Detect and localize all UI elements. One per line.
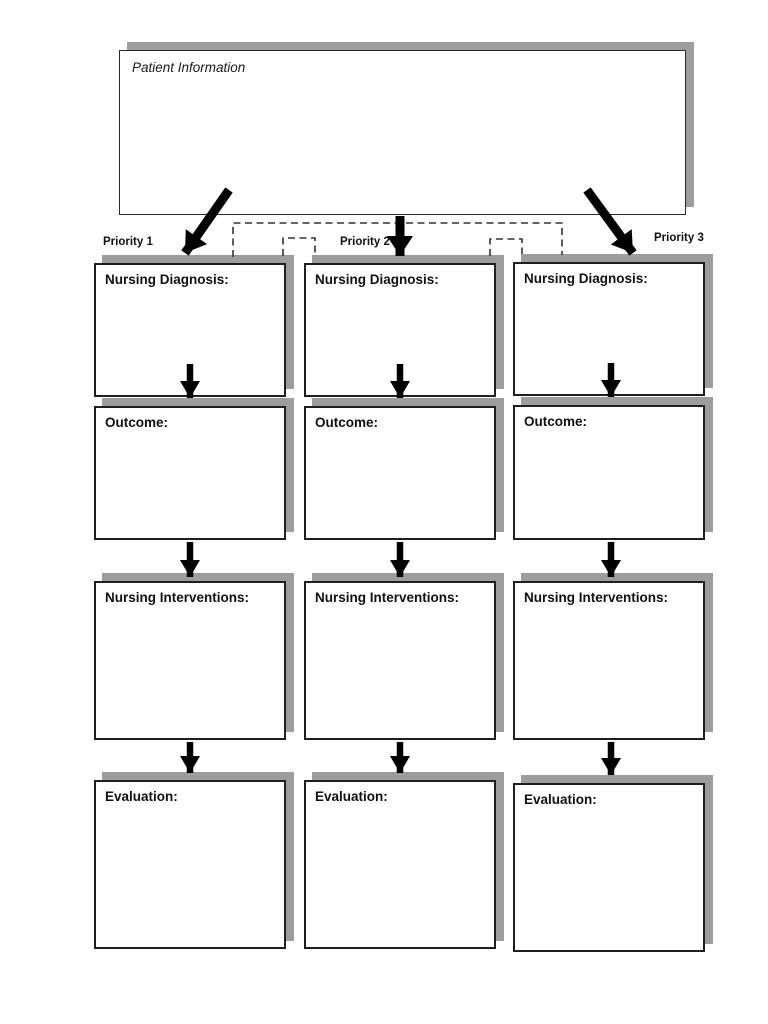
outcome-box-priority-1: Outcome:	[94, 406, 286, 540]
outcome-box-priority-2: Outcome:	[304, 406, 496, 540]
diagnosis-label: Nursing Diagnosis:	[524, 271, 648, 286]
evaluation-label: Evaluation:	[315, 789, 388, 804]
interventions-box-priority-2: Nursing Interventions:	[304, 581, 496, 740]
evaluation-label: Evaluation:	[524, 792, 597, 807]
outcome-box-priority-3: Outcome:	[513, 405, 705, 540]
evaluation-box-priority-1: Evaluation:	[94, 780, 286, 949]
dashed-connector-priority1-priority2	[282, 237, 316, 256]
diagnosis-box-priority-2: Nursing Diagnosis:	[304, 263, 496, 397]
priority-2-label: Priority 2	[340, 236, 390, 248]
outcome-label: Outcome:	[315, 415, 379, 430]
evaluation-box-priority-2: Evaluation:	[304, 780, 496, 949]
diagnosis-label: Nursing Diagnosis:	[315, 272, 439, 287]
dashed-connector-priority2-priority3	[489, 238, 523, 256]
interventions-label: Nursing Interventions:	[315, 590, 460, 605]
dashed-connector-priority1-priority3	[232, 222, 563, 257]
interventions-box-priority-3: Nursing Interventions:	[513, 581, 705, 740]
priority-1-label: Priority 1	[103, 236, 153, 248]
patient-information-label: Patient Information	[132, 60, 246, 75]
evaluation-label: Evaluation:	[105, 789, 178, 804]
interventions-label: Nursing Interventions:	[105, 590, 250, 605]
diagnosis-box-priority-1: Nursing Diagnosis:	[94, 263, 286, 397]
interventions-label: Nursing Interventions:	[524, 590, 669, 605]
outcome-label: Outcome:	[105, 415, 169, 430]
diagnosis-box-priority-3: Nursing Diagnosis:	[513, 262, 705, 396]
priority-3-label: Priority 3	[654, 232, 704, 244]
interventions-box-priority-1: Nursing Interventions:	[94, 581, 286, 740]
outcome-label: Outcome:	[524, 414, 588, 429]
patient-information-box: Patient Information	[119, 50, 686, 215]
diagnosis-label: Nursing Diagnosis:	[105, 272, 229, 287]
evaluation-box-priority-3: Evaluation:	[513, 783, 705, 952]
